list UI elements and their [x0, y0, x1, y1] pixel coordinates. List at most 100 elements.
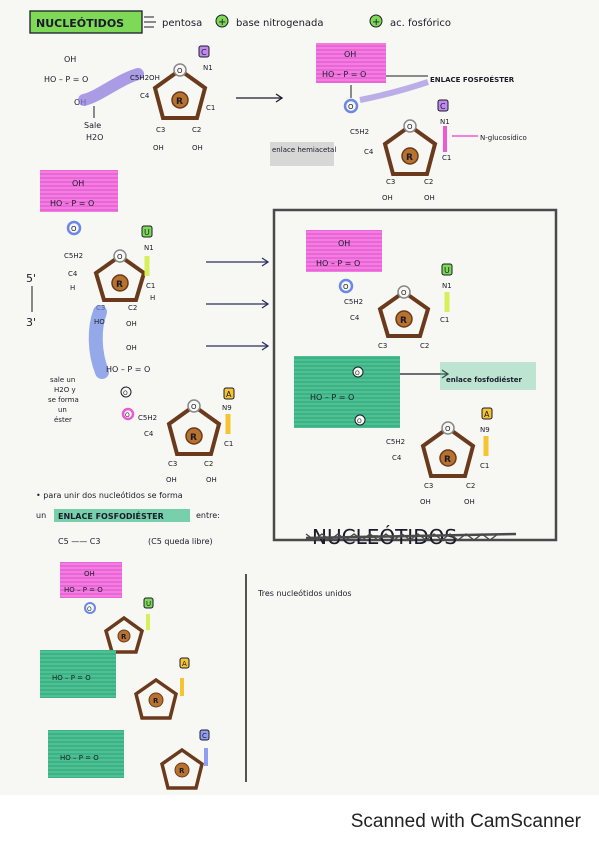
handwritten-notes: NUCLEÓTIDOS pentosa + base nitrogenada +… [26, 10, 558, 790]
c5h2-label: C5H2 [350, 128, 369, 136]
tres-nucleotidos-text: Tres nucleótidos unidos [257, 588, 352, 598]
n9-label: N9 [222, 404, 232, 412]
c5h2-label: C5H2 [386, 438, 405, 446]
c1-label: C1 [206, 104, 215, 112]
base-c-badge [199, 729, 210, 741]
ring-r-label: R [176, 97, 183, 107]
ester-oxygen [343, 98, 359, 114]
oh-label: OH [126, 320, 137, 328]
base-a-badge [179, 657, 190, 669]
ring-r-label: R [190, 433, 197, 443]
base-a-badge [223, 387, 235, 400]
n1-label: N1 [203, 64, 213, 72]
phosphate-box [306, 230, 382, 272]
enlace-fosfodiester-highlight [54, 509, 190, 522]
ribose-ring: O R [93, 249, 147, 302]
sale-un-h2o-text: sale un [50, 376, 75, 384]
n1-label: N1 [144, 244, 154, 252]
ring-r-label: R [444, 455, 451, 465]
oh-label: OH [420, 498, 431, 506]
base-u-badge [141, 225, 153, 238]
scanner-footer: Scanned with CamScanner [0, 795, 599, 848]
fosfodiester-box [40, 650, 116, 698]
notebook-page: NUCLEÓTIDOS pentosa + base nitrogenada +… [26, 10, 558, 790]
ring-r-label: R [116, 280, 123, 290]
note-para-unir: • para unir dos nucleótidos se forma [36, 490, 183, 500]
note-c5-libre: (C5 queda libre) [148, 537, 213, 546]
phosphate-formula: HO – P = O [322, 70, 366, 79]
sale-h2o-text: H2O [86, 133, 103, 142]
base-a-label: A [484, 410, 490, 419]
phosphate-formula: HO – P = O [60, 754, 99, 762]
phosphate-formula: HO – P = O [64, 586, 103, 594]
enlace-fosfodiester-caps: ENLACE FOSFODIÉSTER [58, 510, 164, 521]
h-label: H [150, 294, 155, 302]
c3-label: C3 [386, 178, 395, 186]
oh-label: OH [153, 144, 164, 152]
title-text: NUCLEÓTIDOS [36, 17, 124, 30]
c4-label: C4 [392, 454, 402, 462]
ring-r-label: R [153, 697, 159, 705]
ho-label: HO [94, 318, 105, 326]
c4-label: C4 [68, 270, 78, 278]
c1-label: C1 [440, 316, 449, 324]
base-c-label: C [201, 48, 207, 57]
enlace-hemiacetal-box [270, 142, 334, 166]
h-label: H [70, 284, 75, 292]
five-prime-label: 5' [26, 272, 36, 285]
phosphate-oh: OH [84, 570, 95, 578]
base-u-label: U [144, 228, 150, 237]
oxygen-label: O [123, 390, 128, 397]
c4-label: C4 [144, 430, 154, 438]
c4-label: C4 [364, 148, 374, 156]
ring-oxygen: O [401, 289, 407, 297]
water-removal-highlight [78, 68, 144, 106]
formula-base: base nitrogenada [236, 18, 324, 29]
enlace-fosfodiester-text: enlace fosfodiéster [446, 376, 522, 384]
base-a-badge [481, 407, 493, 420]
n1-label: N1 [440, 118, 450, 126]
sale-un-h2o-text: H2O y [54, 386, 76, 394]
ester-oxygen [66, 220, 82, 236]
c5h2-label: C5H2 [344, 298, 363, 306]
oxygen-label: O [125, 412, 130, 419]
base-u-badge [441, 263, 453, 276]
phosphate-box [316, 43, 386, 83]
formula-acid: ac. fosfórico [390, 17, 451, 29]
ribose-ring: O R [152, 63, 208, 120]
c2-label: C2 [424, 178, 433, 186]
ring-oxygen: O [117, 253, 123, 261]
sale-un-h2o-text: se forma [48, 396, 79, 404]
phosphate-box [60, 562, 122, 598]
scanner-watermark: Scanned with CamScanner [350, 811, 581, 832]
base-a-label: A [182, 660, 187, 668]
phosphate-box [40, 170, 118, 212]
c5h2-label: C5H2 [138, 414, 157, 422]
n9-label: N9 [480, 426, 490, 434]
base-u-label: U [146, 600, 151, 608]
phosphate-oh: OH [344, 50, 356, 59]
phosphate-oh: OH [338, 239, 350, 248]
ring-r-label: R [400, 316, 407, 326]
ring-r-label: R [121, 633, 127, 641]
oxygen-label: O [343, 283, 349, 291]
oh-label: OH [464, 498, 475, 506]
c5h2-label: C5H2 [64, 252, 83, 260]
c2-label: C2 [466, 482, 475, 490]
phosphate-formula: HO – P = O [44, 75, 88, 84]
ribose-ring: O R [377, 285, 431, 338]
n1-label: N1 [442, 282, 452, 290]
ring-r-label: R [179, 767, 185, 775]
phosphate-oh: OH [64, 55, 76, 64]
fosfodiester-box [294, 356, 400, 428]
phosphate-oh: OH [126, 344, 137, 352]
sale-un-h2o-text: un [58, 406, 67, 414]
oh-label: OH [206, 476, 217, 484]
base-c-label: C [202, 732, 207, 740]
ribose-ring: R [103, 615, 145, 654]
base-c-badge [198, 45, 210, 58]
enlace-fosfoester-text: ENLACE FOSFOÉSTER [430, 75, 515, 84]
ring-oxygen: O [191, 403, 197, 411]
phosphate-formula: HO – P = O [52, 674, 91, 682]
n-glucosidico-text: N-glucosídico [480, 134, 527, 142]
